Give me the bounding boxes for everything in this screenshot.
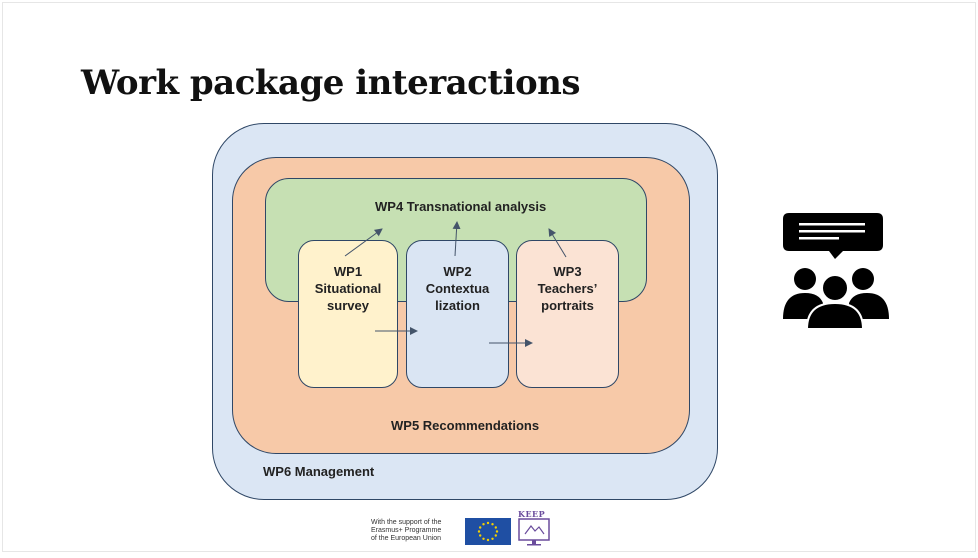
wp1-label-line1: WP1: [333, 264, 363, 279]
wp3-label-line3: portraits: [541, 298, 594, 313]
slide-title: Work package interactions: [81, 63, 581, 103]
support-line2: Erasmus+ Programme: [371, 527, 442, 534]
wp3-label-line1: WP3: [553, 264, 582, 279]
wp4-label: WP4 Transnational analysis: [375, 199, 547, 214]
wp2-label-line2: Contextua: [425, 281, 490, 296]
eu-flag-icon: [465, 518, 511, 545]
arrows-layer: [344, 221, 567, 347]
wp2-label-line1: WP2: [443, 264, 472, 279]
wp3-label-line2: Teachers’: [537, 281, 598, 296]
erasmus-support-text: With the support of the Erasmus+ Program…: [371, 519, 441, 543]
wp3-teachers-portraits-box: WP3 Teachers’ portraits: [516, 240, 619, 388]
keep-monitor-icon: [518, 518, 550, 546]
wp1-label-line2: Situational: [314, 281, 382, 296]
keep-logo-icon: KEEP: [517, 509, 553, 547]
support-line3: of the European Union: [371, 535, 442, 542]
arrow-wp1-to-wp4: [344, 228, 383, 257]
wp5-label: WP5 Recommendations: [391, 418, 540, 433]
wp2-label: WP2 Contextua lization: [407, 263, 508, 314]
wp3-label: WP3 Teachers’ portraits: [517, 263, 618, 314]
keep-logo-text: KEEP: [518, 509, 546, 519]
arrow-wp2-to-wp4: [452, 221, 461, 257]
wp2-label-line3: lization: [435, 298, 480, 313]
wp6-label: WP6 Management: [263, 464, 375, 479]
wp2-contextualization-box: WP2 Contextua lization: [406, 240, 509, 388]
people-discussion-icon: [783, 213, 889, 330]
support-line1: With the support of the: [371, 519, 442, 526]
wp1-label-line3: survey: [327, 298, 369, 313]
wp1-situational-survey-box: WP1 Situational survey: [298, 240, 398, 388]
wp1-label: WP1 Situational survey: [299, 263, 397, 314]
arrow-wp3-to-wp4: [548, 228, 567, 258]
